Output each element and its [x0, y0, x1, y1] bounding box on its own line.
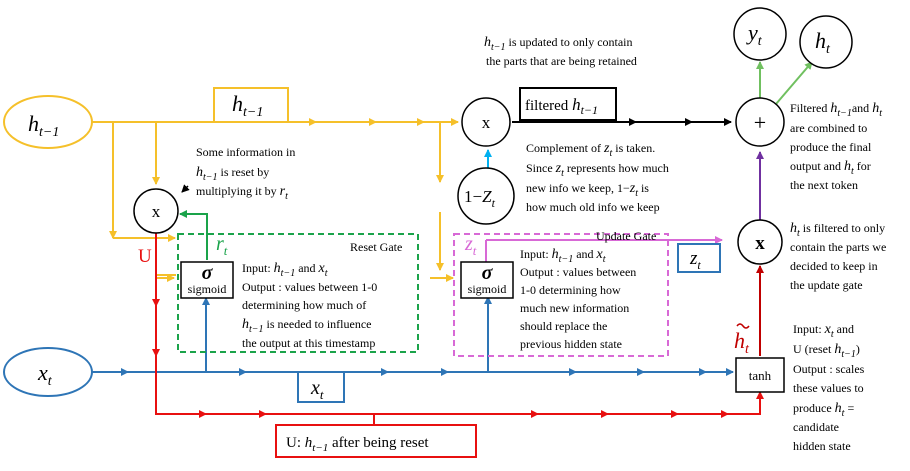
plus-node: [735, 97, 785, 147]
note-retained-l1: ht−1 is updated to only contain: [484, 35, 633, 53]
x-input-node-label: xt: [37, 360, 53, 389]
h-prev-line-box: [213, 87, 289, 123]
note-filtered-l4: the update gate: [790, 278, 863, 292]
reset-sigmoid-box: [180, 261, 234, 299]
y-out-node: [733, 7, 787, 61]
note-tanh-l1: Input: xt and: [793, 322, 854, 340]
filter-multiply-label: x: [482, 113, 491, 132]
rt-label: rt: [216, 233, 228, 258]
u-label: U: [138, 246, 152, 267]
update-gate-box: [453, 233, 669, 357]
z-box-label: zt: [689, 248, 701, 272]
u-box-label: U: ht−1 after being reset: [286, 435, 429, 454]
note-comp-l3: new info we keep, 1−zt is: [526, 181, 649, 199]
reset-gate-l1: Input: ht−1 and xt: [242, 261, 328, 279]
zt-label: zt: [464, 233, 477, 258]
h-prev-box-label: ht−1: [232, 91, 263, 120]
note-reset-l3: multiplying it by rt: [196, 184, 288, 202]
note-reset-l2: ht−1 is reset by: [196, 165, 269, 183]
x-input-node: [3, 347, 93, 397]
note-tanh-l6: candidate: [793, 420, 839, 434]
update-sigmoid-symbol: σ: [482, 262, 494, 284]
note-combined-l4: output and ht for: [790, 159, 871, 177]
filter-multiply-node: [461, 97, 511, 147]
reset-gate-l3: determining how much of: [242, 298, 366, 312]
reset-gate-l5: the output at this timestamp: [242, 336, 375, 350]
u-after-reset-box: [275, 424, 477, 458]
update-gate-l6: previous hidden state: [520, 337, 622, 351]
note-filtered-l1: ht is filtered to only: [790, 221, 885, 239]
h-out-node: [799, 15, 853, 69]
update-gate-l4: much new information: [520, 301, 629, 315]
h-tilde-label: ht: [734, 328, 750, 357]
update-gate-l2: Output : values between: [520, 265, 636, 279]
reset-gate-l2: Output : values between 1-0: [242, 280, 377, 294]
note-combined-l1: Filtered ht−1and ht: [790, 101, 882, 119]
note-filtered-l2: contain the parts we: [790, 240, 886, 254]
update-multiply-label: x: [755, 233, 765, 254]
ht-arrow: [775, 61, 813, 105]
note-reset-l1: Some information in: [196, 145, 295, 159]
update-gate-l3: 1-0 determining how: [520, 283, 621, 297]
note-combined-l3: produce the final: [790, 140, 872, 154]
rt-arrow: [179, 210, 208, 260]
note-tanh-l2: U (reset ht−1): [793, 342, 860, 360]
note-tanh-l7: hidden state: [793, 439, 851, 453]
reset-multiply-node: [133, 188, 179, 234]
note-combined-l5: the next token: [790, 178, 858, 192]
plus-label: +: [754, 110, 766, 135]
note-comp-l4: how much old info we keep: [526, 200, 660, 214]
reset-output-lines: [152, 228, 764, 418]
filtered-box: [519, 87, 617, 121]
update-gate-l1: Input: ht−1 and xt: [520, 247, 606, 265]
reset-sigmoid-symbol: σ: [202, 262, 214, 284]
h-tilde-mark: [736, 323, 750, 329]
reset-multiply-label: x: [152, 202, 161, 221]
update-multiply-node: [737, 219, 783, 265]
note-tanh-l5: produce ht =: [793, 401, 854, 419]
update-sigmoid-box: [460, 261, 514, 299]
update-gate-title: Update Gate: [596, 229, 656, 243]
filtered-box-label: filtered ht−1: [525, 95, 598, 117]
one-minus-z-node: [457, 167, 515, 225]
note-tanh-l4: these values to: [793, 381, 864, 395]
zt-box: [677, 243, 721, 273]
one-minus-z-label: 1−Zt: [464, 187, 496, 210]
h-prev-node-label: ht−1: [28, 111, 59, 140]
input-lines: [92, 296, 734, 376]
note-comp-l1: Complement of zt is taken.: [526, 141, 655, 159]
note-combined-l2: are combined to: [790, 121, 867, 135]
reset-gate-title: Reset Gate: [350, 240, 402, 254]
tanh-box: [735, 357, 785, 393]
reset-gate-box: [177, 233, 419, 353]
note-tanh-l3: Output : scales: [793, 362, 865, 376]
note-filtered-l3: decided to keep in: [790, 259, 878, 273]
reset-gate-l4: ht−1 is needed to influence: [242, 317, 372, 335]
x-box-label: xt: [310, 377, 324, 402]
reset-pointer-arrow: [181, 184, 190, 193]
h-prev-node: [3, 95, 93, 149]
y-out-label: yt: [746, 20, 763, 49]
reset-sigmoid-label: sigmoid: [188, 282, 227, 296]
update-gate-l5: should replace the: [520, 319, 607, 333]
update-sigmoid-label: sigmoid: [468, 282, 507, 296]
tanh-label: tanh: [749, 368, 772, 383]
x-line-box: [297, 371, 345, 403]
note-comp-l2: Since zt represents how much: [526, 161, 669, 179]
h-out-label: ht: [815, 28, 831, 57]
note-retained-l2: the parts that are being retained: [486, 54, 637, 68]
